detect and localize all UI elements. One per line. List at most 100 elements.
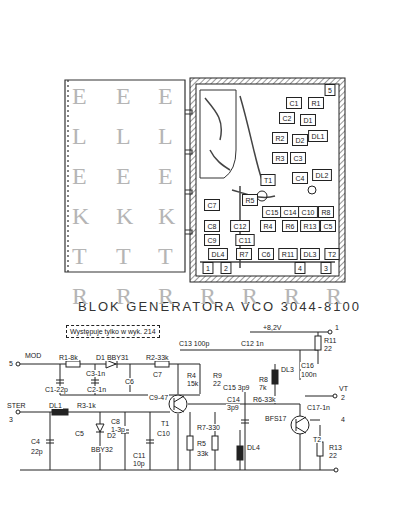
schematic-label: T1 (160, 420, 170, 427)
component-outline (301, 115, 316, 126)
component-outline (205, 235, 220, 246)
component-outline (209, 249, 228, 260)
component-label: C12 (233, 223, 248, 230)
component-label: 1 (205, 265, 211, 272)
component-label: C14 (283, 209, 298, 216)
variant-box: Występuje tylko w wyk. 214 (66, 325, 160, 338)
watermark-letter: R (284, 284, 300, 308)
schematic-label: C9-47 (148, 394, 169, 401)
component-label: R7 (239, 251, 250, 258)
drawing-stroke (291, 416, 309, 434)
watermark-letter: K (116, 204, 133, 228)
component-label: DL3 (303, 251, 318, 258)
component-outline (321, 221, 336, 232)
schematic-label: C11 (132, 452, 146, 459)
schematic-label: 100n (300, 371, 318, 378)
watermark-letter: T (72, 244, 87, 268)
component-label: C1 (289, 100, 300, 107)
component-label: C2 (282, 115, 293, 122)
component-label: R11 (281, 251, 295, 258)
component-label: R1 (311, 100, 322, 107)
watermark-letter: R (200, 284, 216, 308)
schematic-label: C1-22p (44, 386, 69, 393)
schematic-label: C4 (30, 438, 41, 445)
schematic-label: BBY32 (90, 446, 114, 453)
schematic-label: R3-1k (76, 402, 97, 409)
component-label: D1 (303, 117, 314, 124)
schematic-label: 22p (30, 448, 44, 455)
schematic-label: C13 100p (178, 340, 210, 347)
component-label: C7 (207, 202, 218, 209)
drawing-stroke (257, 191, 267, 201)
schematic-label: C14 (226, 396, 241, 403)
drawing-stroke (52, 409, 68, 415)
component-label: C5 (323, 223, 334, 230)
drawing-stroke (328, 330, 332, 334)
schematic-label: 22 (323, 345, 333, 352)
component-outline (299, 207, 318, 218)
component-label: R13 (303, 223, 318, 230)
schematic-label: 1 (334, 324, 340, 331)
schematic-label: R1-8k (58, 354, 79, 361)
component-outline (309, 131, 328, 142)
component-outline (231, 221, 250, 232)
watermark-letter: R (116, 284, 132, 308)
drawing-stroke (16, 362, 20, 366)
drawing-stroke (169, 395, 187, 413)
component-outline (291, 153, 306, 164)
component-label: C15 (265, 209, 280, 216)
component-outline (221, 263, 231, 274)
schematic-label: C8 (110, 418, 121, 425)
schematic-label: R4 (186, 372, 197, 379)
schematic-label: 10p (132, 460, 146, 467)
component-outline (325, 85, 335, 96)
watermark-letter: L (116, 124, 131, 148)
schematic-label: R8 (258, 376, 269, 383)
component-outline (321, 263, 331, 274)
schematic-label: 22 (212, 380, 222, 387)
pcb-components (203, 85, 339, 274)
watermark-letter: R (242, 284, 258, 308)
drawing-stroke (272, 370, 278, 384)
component-outline (301, 249, 320, 260)
drawing-stroke (50, 412, 190, 470)
drawing-stroke (65, 80, 185, 272)
schematic-label: 15k (186, 380, 199, 387)
component-outline (261, 221, 276, 232)
schematic-label: 33k (196, 450, 209, 457)
drawing-stroke (196, 84, 339, 276)
schematic-label: C16 (300, 362, 315, 369)
component-outline (301, 221, 320, 232)
schematic-label: R2-33k (145, 354, 170, 361)
watermark-letter: K (72, 204, 89, 228)
component-outline (273, 133, 288, 144)
component-label: C6 (261, 251, 272, 258)
component-outline (259, 249, 274, 260)
drawing-stroke (16, 410, 20, 414)
component-outline (237, 249, 252, 260)
component-label: 2 (223, 265, 229, 272)
watermark-letter: E (116, 84, 131, 108)
component-outline (287, 98, 302, 109)
component-label: 4 (297, 265, 303, 272)
component-outline (236, 235, 254, 246)
schematic-label: +8,2V (262, 324, 283, 331)
schematic-label: 5 (8, 360, 14, 367)
schematic (16, 330, 338, 472)
drawing-stroke (190, 78, 345, 282)
schematic-label: C15 3p9 (222, 384, 250, 391)
drawing-stroke (212, 436, 218, 450)
component-label: R6 (285, 223, 296, 230)
component-outline (283, 221, 298, 232)
drawing-stroke (106, 360, 117, 368)
drawing-stroke (18, 364, 336, 470)
component-outline (273, 153, 288, 164)
schematic-label: R9 (212, 372, 223, 379)
schematic-label: C2-1n (86, 386, 107, 393)
drawing-stroke (46, 380, 249, 443)
drawing-stroke (67, 80, 68, 272)
drawing-stroke (200, 90, 236, 178)
schematic-label: VT (338, 385, 349, 392)
component-label: D2 (295, 137, 306, 144)
schematic-label: C7 (152, 371, 163, 378)
